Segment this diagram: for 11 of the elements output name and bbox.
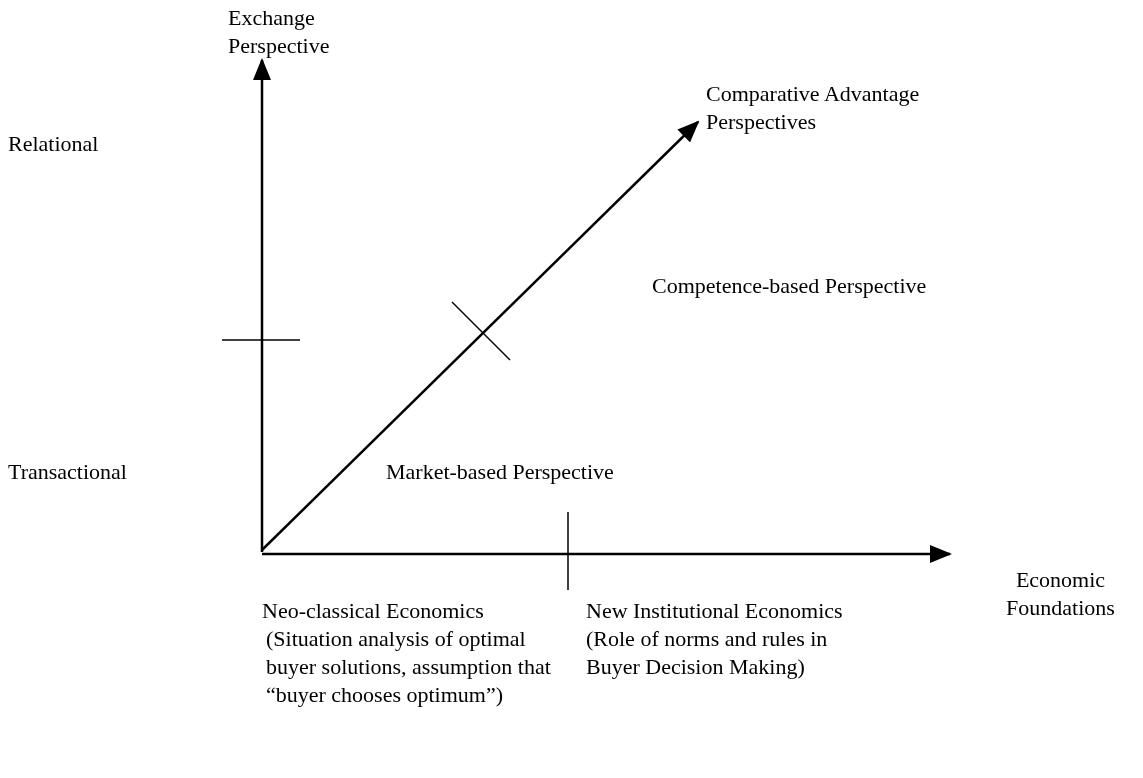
axis-label: Exchange Perspective — [228, 4, 331, 60]
scale-label: Transactional — [8, 458, 128, 486]
scale-label: Relational — [8, 130, 100, 158]
perspective-label: Competence-based Perspective — [652, 272, 928, 300]
perspective-label: Market-based Perspective — [386, 458, 615, 486]
category-label: New Institutional Economics — [586, 597, 844, 625]
description-text: (Situation analysis of optimal buyer solutions, assumption that “buyer chooses optimum”) — [266, 625, 552, 709]
axis-label: Economic Foundations — [1005, 566, 1116, 622]
description-text: (Role of norms and rules in Buyer Decision Making) — [586, 625, 829, 681]
category-label: Neo-classical Economics — [262, 597, 485, 625]
axis-label: Comparative Advantage Perspectives — [706, 80, 921, 136]
